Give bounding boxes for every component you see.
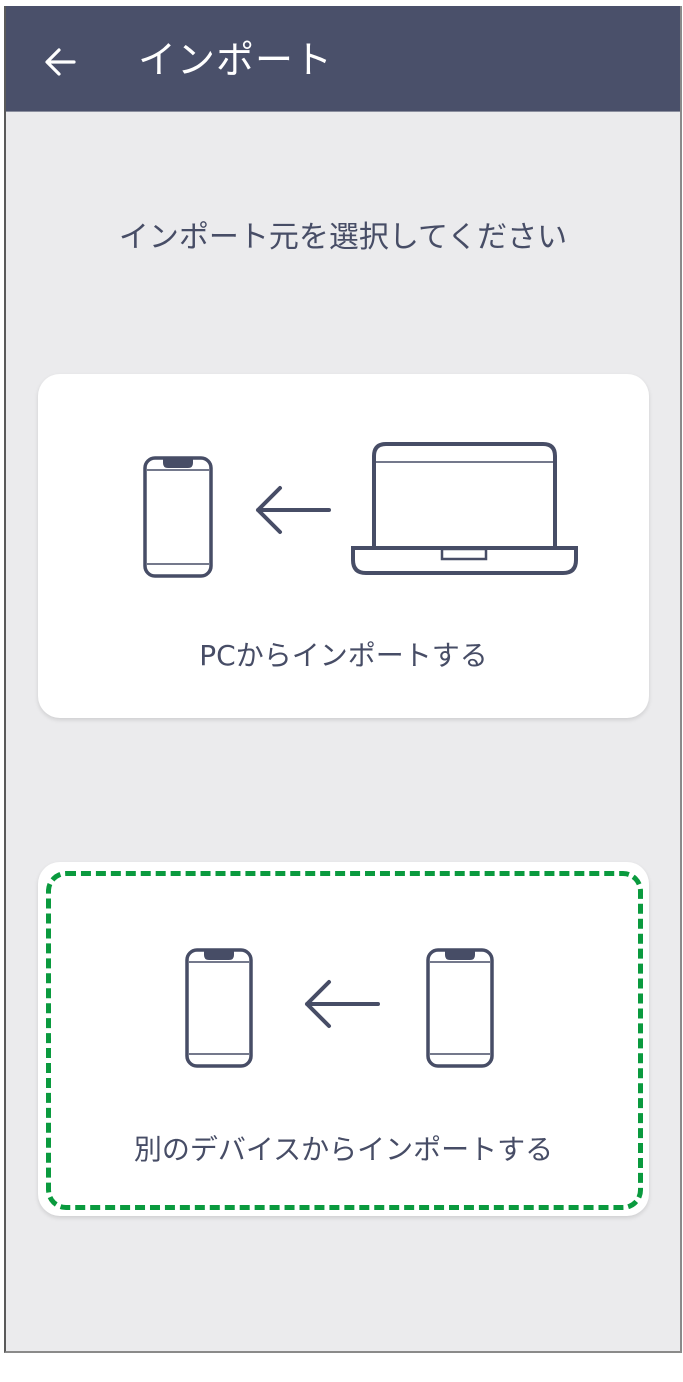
import-from-device-label: 別のデバイスからインポートする: [133, 1133, 554, 1166]
import-from-pc-option[interactable]: PCからインポートする: [38, 374, 649, 718]
back-button[interactable]: [36, 38, 84, 86]
app-screen: インポート インポート元を選択してください PCからインポートする: [4, 6, 682, 1353]
page-title: インポート: [138, 38, 334, 82]
smartphone-icon: [185, 948, 253, 1068]
instruction-text: インポート元を選択してください: [118, 220, 568, 255]
import-from-pc-label: PCからインポートする: [199, 639, 488, 672]
laptop-icon: [351, 442, 578, 575]
import-from-device-option[interactable]: 別のデバイスからインポートする: [38, 862, 649, 1216]
smartphone-icon: [143, 456, 213, 578]
arrow-left-icon: [256, 486, 331, 534]
app-header: インポート: [6, 6, 680, 112]
smartphone-icon: [426, 948, 494, 1068]
arrow-left-icon: [45, 48, 76, 76]
arrow-left-icon: [305, 980, 380, 1028]
